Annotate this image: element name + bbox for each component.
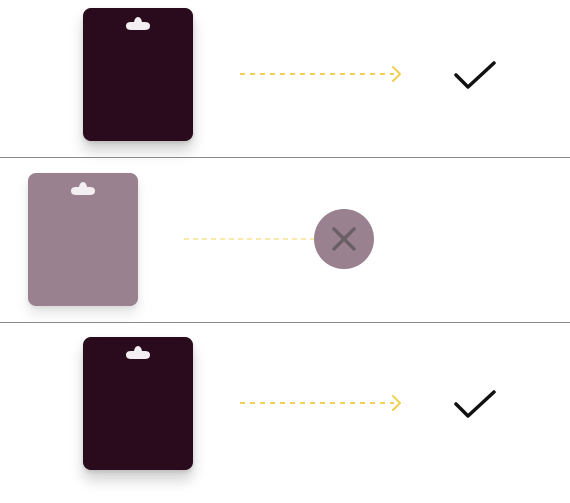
check-icon	[454, 61, 496, 89]
card-validation-row-2	[0, 158, 570, 323]
dashed-line-icon	[184, 238, 315, 240]
close-circle-icon	[314, 209, 374, 269]
card-validation-row-1	[0, 0, 570, 165]
dashed-arrow-icon	[240, 66, 401, 82]
gift-card	[83, 337, 193, 470]
check-icon	[454, 390, 496, 418]
hang-tab-icon	[71, 182, 95, 195]
row-divider	[0, 322, 570, 323]
dashed-arrow-icon	[240, 395, 401, 411]
hang-tab-icon	[126, 346, 150, 359]
close-icon	[332, 227, 356, 251]
row-divider	[0, 157, 570, 158]
gift-card	[28, 173, 138, 306]
hang-tab-icon	[126, 17, 150, 30]
gift-card	[83, 8, 193, 141]
card-validation-row-3	[0, 323, 570, 488]
